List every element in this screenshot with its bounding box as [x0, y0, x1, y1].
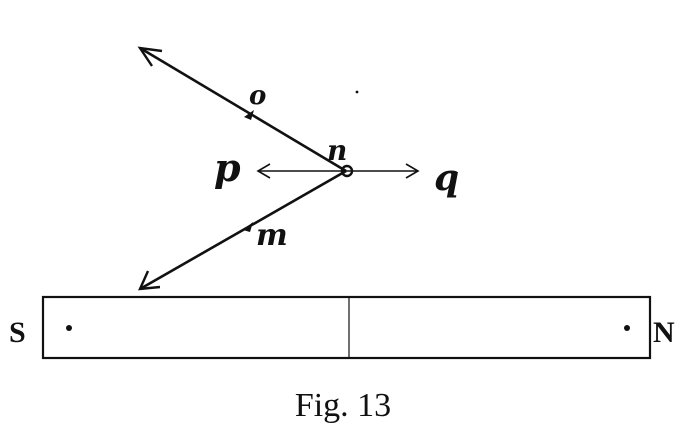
field-line-o [137, 46, 347, 173]
force-arrow-q [346, 163, 420, 179]
label-p: p [214, 145, 241, 190]
direction-tick-o [244, 110, 254, 120]
label-n: n [327, 134, 347, 167]
magnet-body [41, 295, 652, 360]
south-pole-dot [66, 325, 72, 331]
stray-dot [355, 90, 359, 94]
north-pole-label: N [653, 316, 675, 349]
field-line-m [138, 169, 347, 291]
direction-tick-m [243, 222, 253, 232]
south-pole-label: S [9, 316, 26, 349]
bar-magnet [41, 295, 652, 360]
label-q: q [434, 157, 459, 199]
point-n [340, 164, 354, 178]
north-pole-dot [624, 325, 630, 331]
figure-caption: Fig. 13 [295, 387, 391, 424]
label-m: m [256, 218, 288, 253]
force-arrow-p [256, 163, 346, 179]
label-o: o [249, 81, 266, 111]
